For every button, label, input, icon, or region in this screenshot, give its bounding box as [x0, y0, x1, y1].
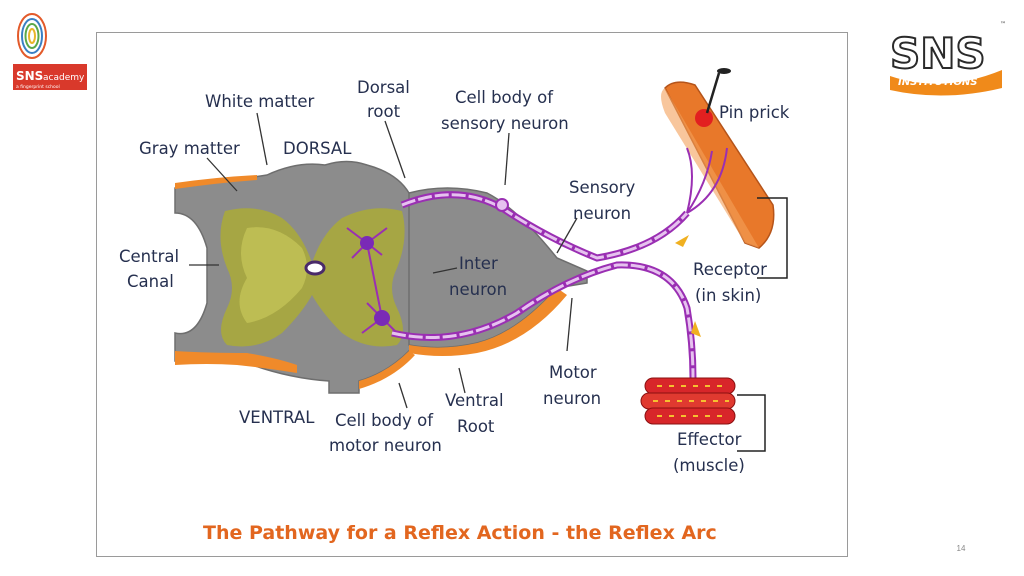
fingerprint-icon	[17, 13, 47, 59]
bracket-lines	[737, 197, 788, 452]
interneuron-cell-body	[360, 236, 374, 250]
arrow-icon	[675, 235, 689, 247]
label-ventral-root-line2: Root	[457, 417, 495, 436]
label-effector-line1: Effector	[677, 430, 742, 449]
label-gray-matter: Gray matter	[139, 139, 240, 158]
page-number: 14	[956, 544, 966, 553]
logo-left-brand: SNS	[16, 69, 43, 83]
motor-neuron-cell-body	[374, 310, 390, 326]
label-white-matter: White matter	[205, 92, 314, 111]
svg-text:™: ™	[1000, 21, 1006, 28]
label-receptor-line2: (in skin)	[695, 286, 761, 305]
label-dorsal-root-line1: Dorsal	[357, 78, 410, 97]
label-inter-neuron-line1: Inter	[459, 254, 498, 273]
sensory-cell-body	[495, 198, 509, 212]
label-cell-body-motor-line2: motor neuron	[329, 436, 442, 455]
label-dorsal-root-line2: root	[367, 102, 401, 121]
sns-academy-logo: SNS academy a fingerprint school	[10, 8, 88, 92]
label-ventral-root-line1: Ventral	[445, 391, 504, 410]
central-canal	[304, 260, 326, 276]
label-pin-prick: Pin prick	[719, 103, 790, 122]
label-central-canal-line1: Central	[119, 247, 179, 266]
label-motor-neuron-line1: Motor	[549, 363, 597, 382]
skin-receptor	[661, 68, 775, 249]
label-central-canal-line2: Canal	[127, 272, 174, 291]
diagram-caption: The Pathway for a Reflex Action - the Re…	[203, 522, 717, 544]
label-cell-body-sensory-line1: Cell body of	[455, 88, 554, 107]
sensory-neuron	[400, 191, 690, 262]
label-cell-body-motor-line1: Cell body of	[335, 411, 434, 430]
label-sensory-neuron-line2: neuron	[573, 204, 631, 223]
motor-neuron	[391, 261, 697, 379]
pointer-lines	[189, 112, 578, 409]
label-dorsal: DORSAL	[283, 139, 352, 158]
label-cell-body-sensory-line2: sensory neuron	[441, 114, 569, 133]
logo-right-brand: SNS	[890, 29, 986, 78]
sns-institutions-logo: SNS INSTITUTIONS ™	[884, 16, 1010, 96]
label-receptor-line1: Receptor	[693, 260, 767, 279]
arrow-icon	[691, 321, 701, 337]
muscle-effector	[640, 377, 736, 425]
pin-icon	[705, 72, 721, 114]
label-motor-neuron-line2: neuron	[543, 389, 601, 408]
logo-right-word: INSTITUTIONS	[898, 77, 977, 88]
label-inter-neuron-line2: neuron	[449, 280, 507, 299]
label-effector-line2: (muscle)	[673, 456, 745, 475]
logo-left-tagline: a fingerprint school	[16, 84, 60, 90]
label-sensory-neuron-line1: Sensory	[569, 178, 636, 197]
logo-left-word: academy	[43, 73, 85, 83]
spinal-cord-section	[174, 160, 423, 394]
reflex-arc-diagram: White matter Gray matter DORSAL Dorsal r…	[96, 32, 848, 557]
diagram-canvas: White matter Gray matter DORSAL Dorsal r…	[119, 68, 790, 544]
direction-arrows	[675, 235, 701, 337]
label-ventral: VENTRAL	[239, 408, 315, 427]
pin-prick-point	[695, 109, 713, 127]
